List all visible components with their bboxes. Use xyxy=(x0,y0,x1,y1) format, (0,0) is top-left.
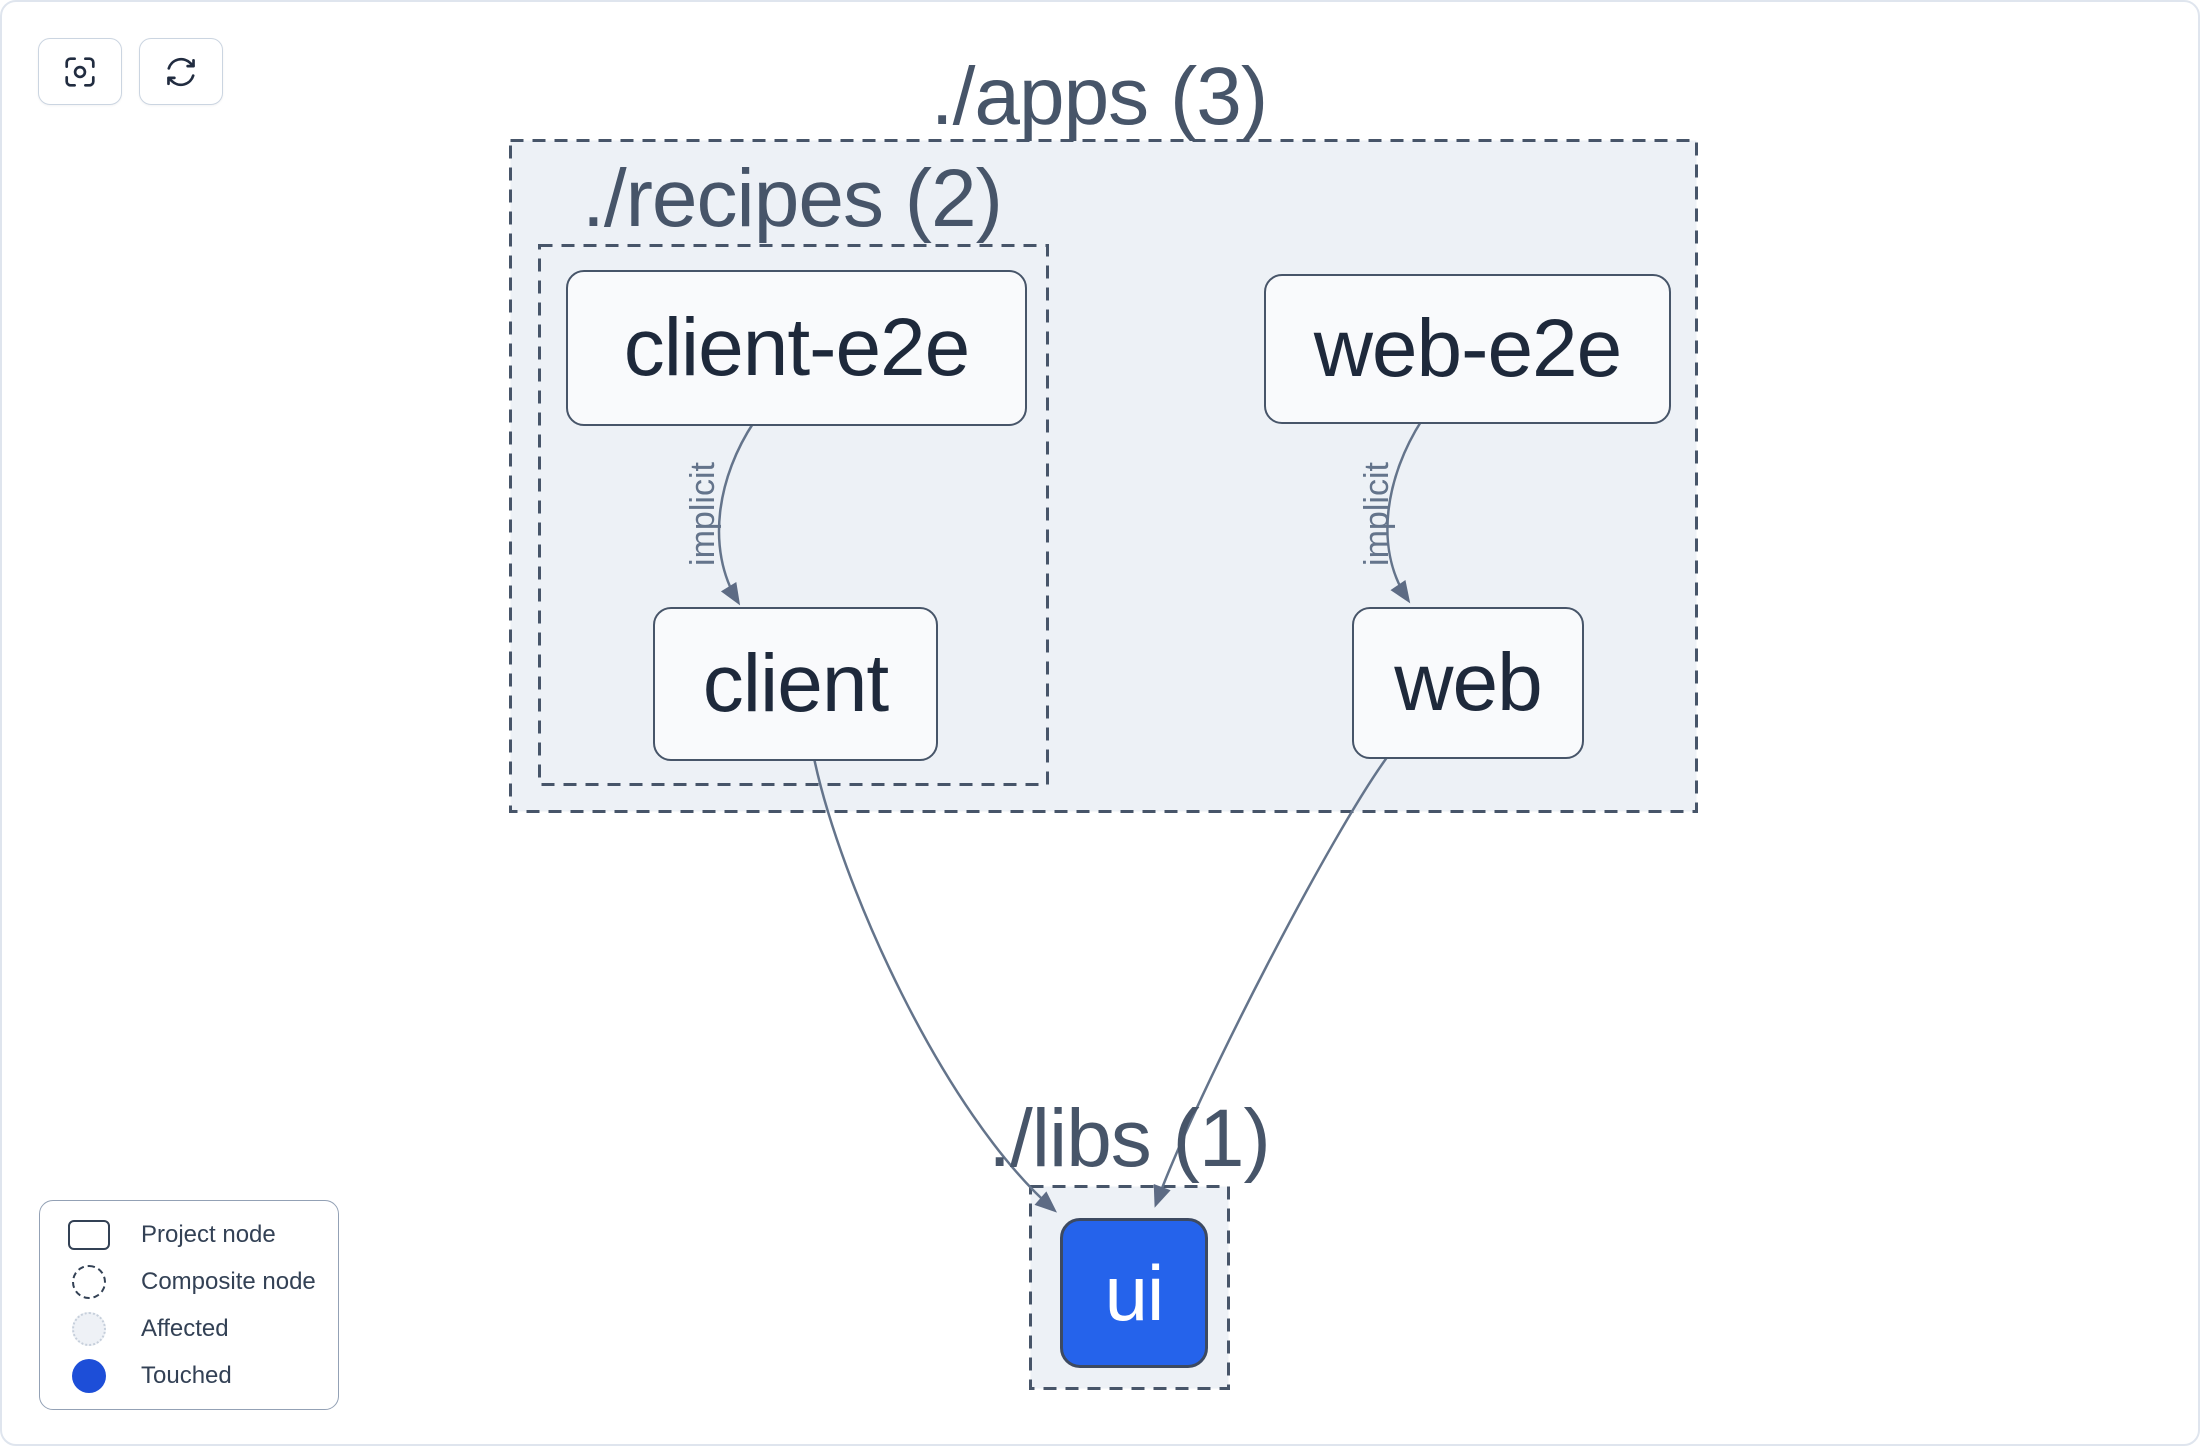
legend-item-composite-node: Composite node xyxy=(40,1258,338,1305)
node-label: client-e2e xyxy=(623,302,971,393)
node-label: web-e2e xyxy=(1313,303,1623,394)
node-ui[interactable]: ui xyxy=(1060,1218,1208,1368)
composite-node-swatch xyxy=(72,1264,106,1299)
legend-label: Composite node xyxy=(141,1267,316,1295)
legend-label: Touched xyxy=(141,1361,232,1389)
legend-item-affected: Affected xyxy=(40,1305,338,1352)
legend-item-project-node: Project node xyxy=(40,1211,338,1258)
legend-label: Affected xyxy=(141,1314,229,1342)
legend-label: Project node xyxy=(141,1220,276,1248)
focus-button[interactable] xyxy=(38,38,122,105)
node-web[interactable]: web xyxy=(1352,607,1584,759)
node-client[interactable]: client xyxy=(653,607,938,761)
legend-item-touched: Touched xyxy=(40,1352,338,1399)
project-node-swatch xyxy=(68,1219,110,1250)
refresh-icon xyxy=(162,53,200,91)
toolbar xyxy=(38,38,223,105)
edge-client-ui xyxy=(812,757,1058,1213)
focus-icon xyxy=(61,53,99,91)
refresh-button[interactable] xyxy=(139,38,223,105)
node-client-e2e[interactable]: client-e2e xyxy=(566,270,1027,426)
edge-label-implicit: implicit xyxy=(684,462,722,566)
legend: Project node Composite node Affected Tou… xyxy=(39,1200,339,1410)
affected-swatch xyxy=(72,1311,106,1346)
edge-label-implicit: implicit xyxy=(1358,462,1396,566)
node-label: web xyxy=(1394,637,1542,728)
node-web-e2e[interactable]: web-e2e xyxy=(1264,274,1671,424)
edge-web-e2e-web xyxy=(1386,419,1424,604)
node-label: ui xyxy=(1104,1248,1165,1337)
edge-web-ui xyxy=(1153,755,1390,1208)
touched-swatch xyxy=(72,1358,106,1393)
node-label: client xyxy=(702,638,889,729)
edge-client-e2e-client xyxy=(717,421,756,606)
